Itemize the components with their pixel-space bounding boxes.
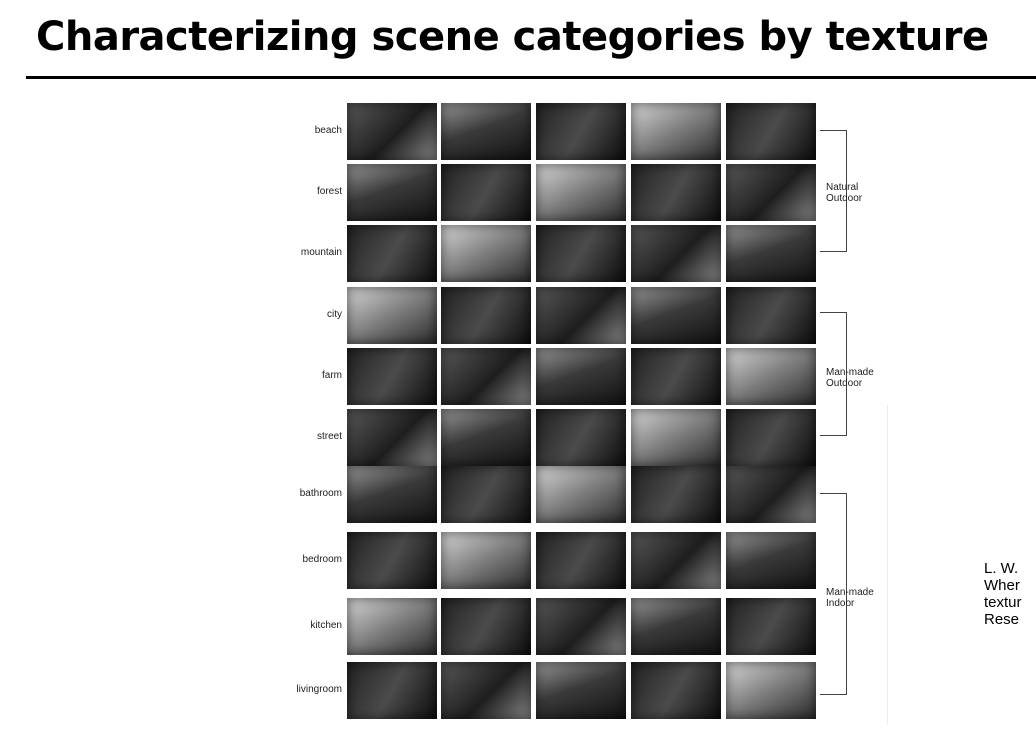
scene-thumbnail-city (347, 287, 437, 344)
row-label-beach: beach (314, 125, 342, 136)
scene-thumbnail-bedroom (726, 532, 816, 589)
group-label-line: Natural (826, 182, 859, 193)
scene-thumbnail-kitchen (536, 598, 626, 655)
citation-text: L. W. Wher textur Rese (984, 560, 1036, 628)
scene-thumbnail-bedroom (536, 532, 626, 589)
scene-thumbnail-livingroom (726, 662, 816, 719)
scene-thumbnail-mountain (631, 225, 721, 282)
scene-thumbnail-farm (347, 348, 437, 405)
row-label-city: city (327, 309, 342, 320)
scene-thumbnail-beach (726, 103, 816, 160)
divider-line (887, 405, 888, 725)
row-label-farm: farm (322, 370, 342, 381)
group-label-line: Man-made (826, 587, 874, 598)
scene-thumbnail-bedroom (631, 532, 721, 589)
scene-thumbnail-kitchen (441, 598, 531, 655)
scene-thumbnail-livingroom (536, 662, 626, 719)
scene-thumbnail-beach (347, 103, 437, 160)
group-bracket-natural-outdoor (820, 130, 847, 252)
scene-thumbnail-livingroom (631, 662, 721, 719)
row-label-bedroom: bedroom (302, 554, 342, 565)
row-label-bathroom: bathroom (299, 488, 342, 499)
citation-line: textur (984, 594, 1022, 611)
scene-thumbnail-mountain (347, 225, 437, 282)
scene-thumbnail-kitchen (347, 598, 437, 655)
scene-thumbnail-city (726, 287, 816, 344)
group-bracket-manmade-outdoor (820, 312, 847, 436)
scene-thumbnail-farm (536, 348, 626, 405)
scene-thumbnail-street (631, 409, 721, 466)
scene-thumbnail-bathroom (536, 466, 626, 523)
scene-thumbnail-forest (631, 164, 721, 221)
group-label-manmade-indoor: Man-made Indoor (826, 587, 874, 609)
scene-thumbnail-bathroom (631, 466, 721, 523)
title-underline (26, 76, 1036, 79)
row-label-street: street (316, 431, 342, 442)
scene-thumbnail-street (726, 409, 816, 466)
citation-line: Rese (984, 611, 1020, 628)
scene-thumbnail-forest (347, 164, 437, 221)
scene-thumbnail-bedroom (441, 532, 531, 589)
slide-title: Characterizing scene categories by textu… (36, 14, 989, 60)
group-bracket-manmade-indoor (820, 493, 847, 695)
row-label-livingroom: livingroom (296, 684, 342, 695)
scene-thumbnail-farm (726, 348, 816, 405)
scene-thumbnail-mountain (441, 225, 531, 282)
scene-thumbnail-city (631, 287, 721, 344)
group-label-line: Outdoor (826, 193, 863, 204)
group-label-line: Indoor (826, 598, 855, 609)
scene-thumbnail-farm (441, 348, 531, 405)
citation-line: Wher (984, 577, 1020, 594)
scene-thumbnail-beach (631, 103, 721, 160)
scene-thumbnail-livingroom (441, 662, 531, 719)
scene-thumbnail-mountain (536, 225, 626, 282)
scene-thumbnail-street (536, 409, 626, 466)
scene-thumbnail-bedroom (347, 532, 437, 589)
scene-thumbnail-bathroom (441, 466, 531, 523)
citation-line: L. W. (984, 560, 1019, 577)
group-label-natural-outdoor: Natural Outdoor (826, 182, 862, 204)
scene-thumbnail-bathroom (726, 466, 816, 523)
scene-thumbnail-livingroom (347, 662, 437, 719)
row-label-mountain: mountain (300, 247, 342, 258)
scene-thumbnail-forest (536, 164, 626, 221)
scene-thumbnail-farm (631, 348, 721, 405)
scene-thumbnail-kitchen (726, 598, 816, 655)
scene-thumbnail-street (441, 409, 531, 466)
group-label-manmade-outdoor: Man-made Outdoor (826, 367, 874, 389)
group-label-line: Man-made (826, 367, 874, 378)
scene-thumbnail-beach (441, 103, 531, 160)
scene-thumbnail-city (536, 287, 626, 344)
row-label-forest: forest (316, 186, 342, 197)
scene-thumbnail-forest (726, 164, 816, 221)
scene-thumbnail-forest (441, 164, 531, 221)
group-label-line: Outdoor (826, 378, 863, 389)
row-label-kitchen: kitchen (310, 620, 342, 631)
scene-thumbnail-mountain (726, 225, 816, 282)
scene-thumbnail-bathroom (347, 466, 437, 523)
scene-thumbnail-kitchen (631, 598, 721, 655)
scene-thumbnail-city (441, 287, 531, 344)
scene-thumbnail-street (347, 409, 437, 466)
scene-thumbnail-beach (536, 103, 626, 160)
